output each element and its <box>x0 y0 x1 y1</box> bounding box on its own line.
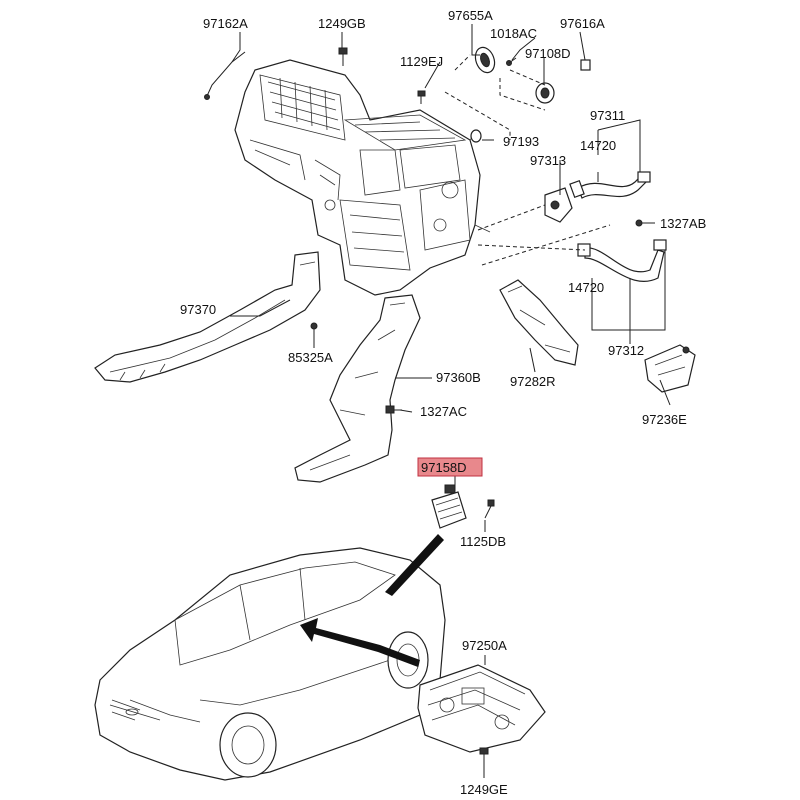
label-97655A[interactable]: 97655A <box>448 8 493 23</box>
screw-1129EJ-icon <box>417 90 426 104</box>
pointer-arrow-upper <box>385 534 444 596</box>
module-97158D-icon <box>431 484 467 529</box>
valve-97313-icon <box>544 187 573 223</box>
screw-1018AC-icon <box>506 57 517 66</box>
label-97360B[interactable]: 97360B <box>436 370 481 385</box>
clip-85325A-icon <box>310 322 318 338</box>
label-97250A[interactable]: 97250A <box>462 638 507 653</box>
label-97282R[interactable]: 97282R <box>510 374 556 389</box>
control-panel-97250A-icon <box>417 664 546 753</box>
label-97158D[interactable]: 97158D <box>421 460 467 475</box>
hvac-unit <box>234 59 491 296</box>
bolt-1249GB-icon <box>338 47 348 66</box>
label-97236E[interactable]: 97236E <box>642 412 687 427</box>
label-97162A[interactable]: 97162A <box>203 16 248 31</box>
label-1018AC[interactable]: 1018AC <box>490 26 537 41</box>
hvac-fasteners <box>204 46 591 143</box>
label-1327AC[interactable]: 1327AC <box>420 404 467 419</box>
label-14720-upper[interactable]: 14720 <box>580 138 616 153</box>
car-illustration <box>94 547 446 781</box>
label-14720-lower[interactable]: 14720 <box>568 280 604 295</box>
bolt-1249GE-icon <box>479 747 489 768</box>
label-97616A[interactable]: 97616A <box>560 16 605 31</box>
grommet-97108D-icon <box>535 82 555 104</box>
label-97108D[interactable]: 97108D <box>525 46 571 61</box>
seal-97655A-icon <box>474 46 496 74</box>
highlight-97158D <box>417 457 483 477</box>
clip-97616A-icon <box>580 59 591 71</box>
duct-97282R <box>499 279 579 366</box>
rod-97162A <box>206 51 246 97</box>
screw-1125DB-icon <box>484 499 495 519</box>
label-1249GE[interactable]: 1249GE <box>460 782 508 797</box>
label-1125DB[interactable]: 1125DB <box>460 534 506 549</box>
duct-97360B <box>294 294 421 483</box>
label-1249GB[interactable]: 1249GB <box>318 16 366 31</box>
grommet-97193-icon <box>470 129 482 143</box>
label-97313[interactable]: 97313 <box>530 153 566 168</box>
label-1129EJ[interactable]: 1129EJ <box>400 54 443 69</box>
clip-1327AC-icon <box>385 405 402 414</box>
label-85325A[interactable]: 85325A <box>288 350 333 365</box>
pointer-arrow-lower <box>300 618 420 667</box>
sensor-97236E-icon <box>644 344 696 393</box>
label-97370[interactable]: 97370 <box>180 302 216 317</box>
label-97193[interactable]: 97193 <box>503 134 539 149</box>
label-97311[interactable]: 97311 <box>590 108 625 123</box>
label-1327AB[interactable]: 1327AB <box>660 216 706 231</box>
duct-97370 <box>94 251 321 383</box>
label-97312[interactable]: 97312 <box>608 343 644 358</box>
leader-lines <box>230 24 671 778</box>
heater-hoses <box>544 171 667 282</box>
part-labels: 97162A 1249GB 97655A 1018AC 97616A 1129E… <box>180 8 706 797</box>
